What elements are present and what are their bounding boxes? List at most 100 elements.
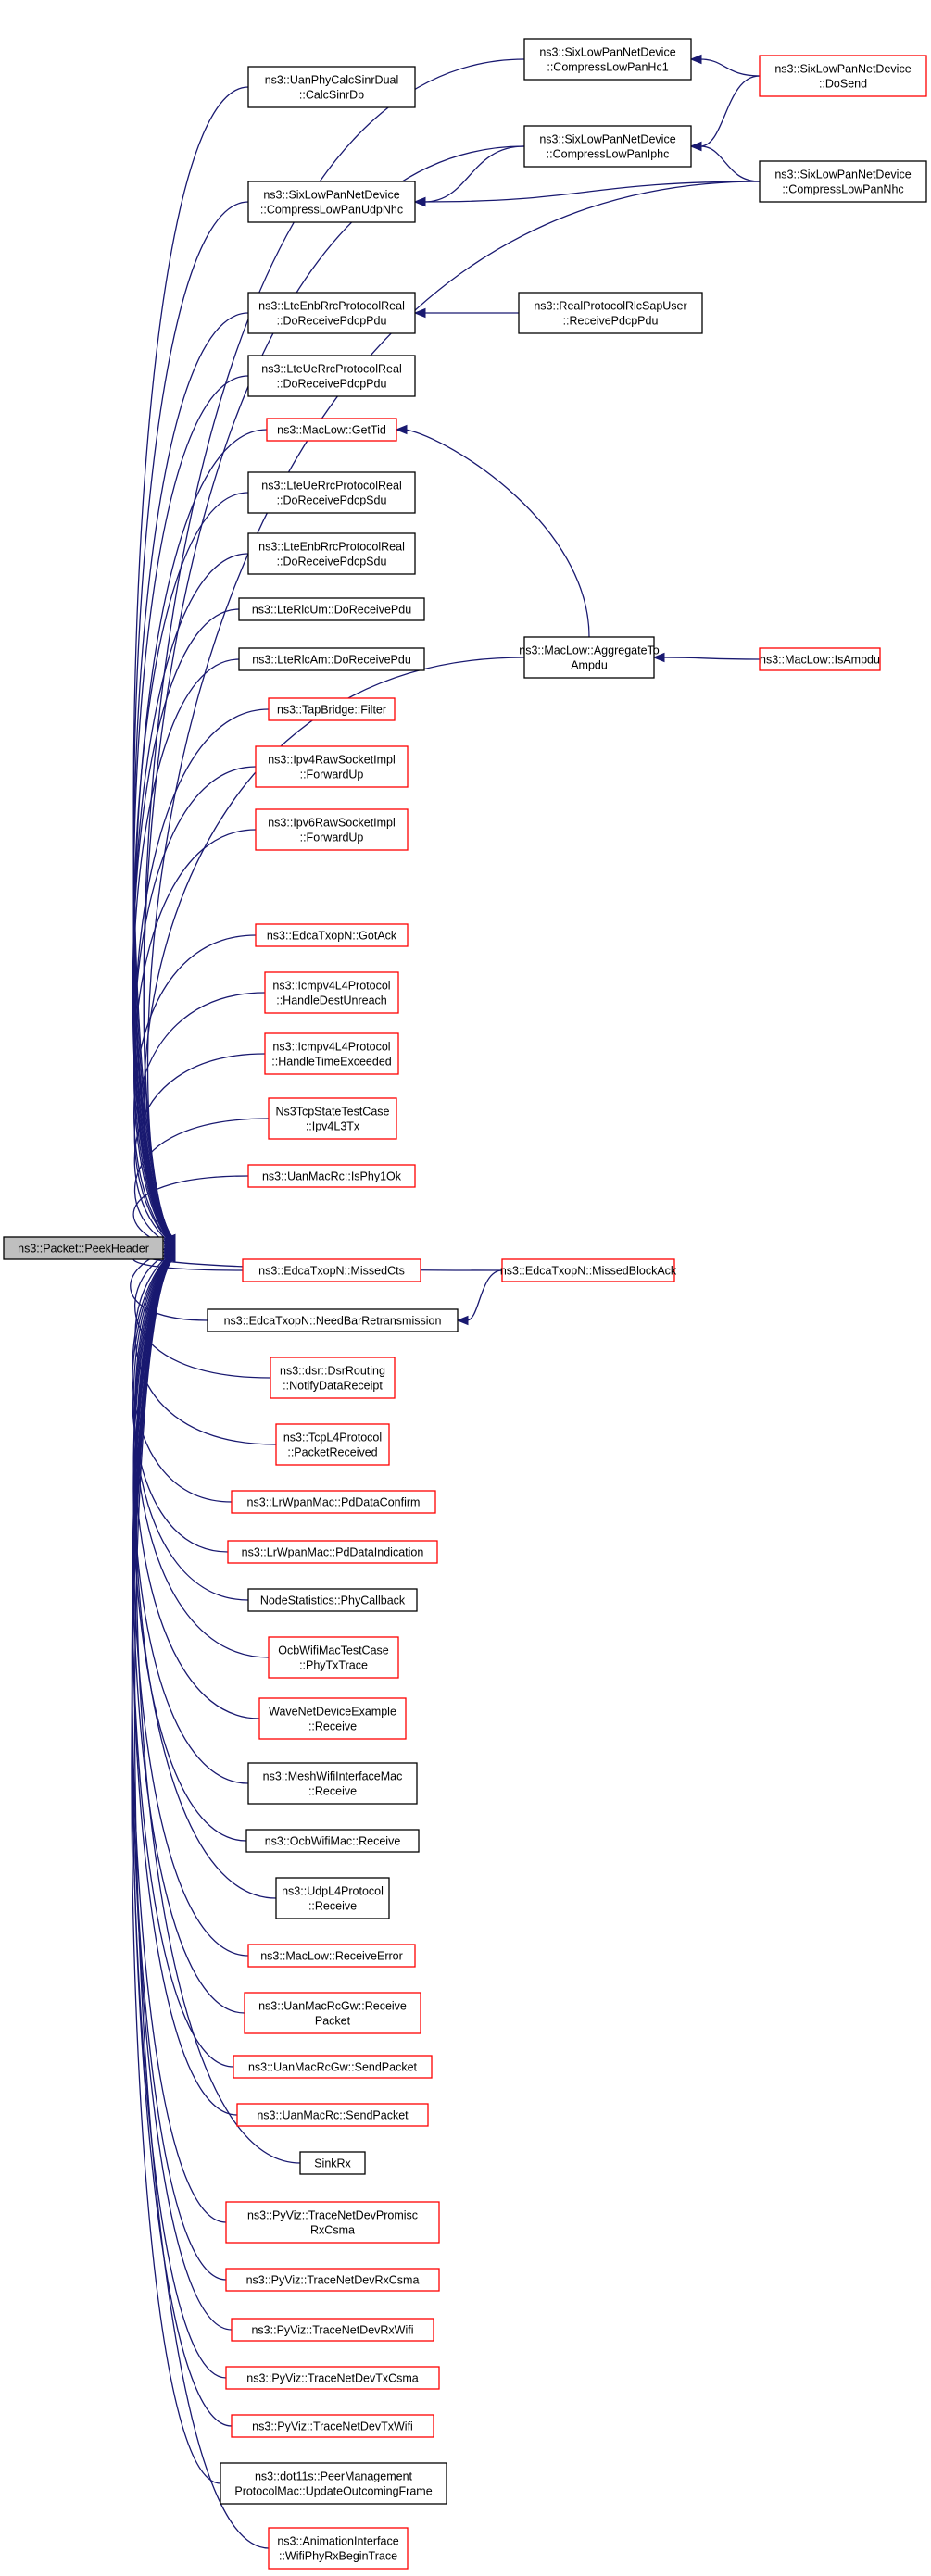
node-udpnhc[interactable]: ns3::SixLowPanNetDevice::CompressLowPanU… — [247, 181, 416, 223]
edge-n_icmptime-to-n_root — [133, 1053, 266, 1247]
node-box — [3, 1236, 164, 1260]
node-box — [247, 1588, 418, 1612]
node-tcpl4[interactable]: ns3::TcpL4Protocol::PacketReceived — [275, 1423, 390, 1466]
node-box — [255, 808, 409, 851]
node-missedba[interactable]: ns3::EdcaTxopN::MissedBlockAck — [500, 1258, 677, 1282]
node-label-line: ::HandleDestUnreach — [276, 994, 387, 1007]
node-uesdu[interactable]: ns3::LteUeRrcProtocolReal::DoReceivePdcp… — [247, 471, 416, 514]
node-rxwifi[interactable]: ns3::PyViz::TraceNetDevRxWifi — [231, 2318, 434, 2342]
node-pdind[interactable]: ns3::LrWpanMac::PdDataIndication — [227, 1540, 438, 1564]
node-box — [225, 2201, 440, 2244]
node-dosend[interactable]: ns3::SixLowPanNetDevice::DoSend — [759, 55, 927, 97]
node-realrlc[interactable]: ns3::RealProtocolRlcSapUser::ReceivePdcp… — [518, 292, 703, 334]
edge-n_tap-to-n_root — [133, 708, 270, 1244]
node-box — [236, 2103, 429, 2127]
node-csd[interactable]: ns3::UanPhyCalcSinrDual::CalcSinrDb — [247, 66, 416, 108]
node-mesh[interactable]: ns3::MeshWifiInterfaceMac::Receive — [247, 1762, 418, 1805]
node-label-line: Ampdu — [571, 659, 608, 672]
node-label-line: ::CalcSinrDb — [299, 89, 364, 102]
node-box — [258, 1697, 407, 1740]
node-box — [268, 697, 396, 721]
node-ocbrecv[interactable]: ns3::OcbWifiMac::Receive — [245, 1829, 420, 1853]
node-box — [247, 181, 416, 223]
node-label-line: ::CompressLowPanHc1 — [547, 61, 668, 74]
node-iphc[interactable]: ns3::SixLowPanNetDevice::CompressLowPanI… — [523, 125, 692, 168]
node-nhc[interactable]: ns3::SixLowPanNetDevice::CompressLowPanN… — [759, 160, 927, 203]
node-box — [247, 1762, 418, 1805]
node-box — [231, 1490, 436, 1514]
node-uepdcp[interactable]: ns3::LteUeRrcProtocolReal::DoReceivePdcp… — [247, 355, 416, 397]
edge-arrowhead — [163, 1252, 176, 1263]
node-label-line: ns3::MacLow::IsAmpdu — [760, 654, 880, 667]
node-box — [759, 647, 881, 671]
node-gettid[interactable]: ns3::MacLow::GetTid — [266, 418, 397, 442]
node-missedcts[interactable]: ns3::EdcaTxopN::MissedCts — [242, 1258, 421, 1282]
node-pdconfirm[interactable]: ns3::LrWpanMac::PdDataConfirm — [231, 1490, 436, 1514]
node-wave[interactable]: WaveNetDeviceExample::Receive — [258, 1697, 407, 1740]
node-tap[interactable]: ns3::TapBridge::Filter — [268, 697, 396, 721]
node-label-line: ns3::PyViz::TraceNetDevRxWifi — [251, 2324, 413, 2337]
node-ipv6raw[interactable]: ns3::Ipv6RawSocketImpl::ForwardUp — [255, 808, 409, 851]
node-box — [247, 1944, 416, 1968]
node-recverr[interactable]: ns3::MacLow::ReceiveError — [247, 1944, 416, 1968]
node-peer[interactable]: ns3::dot11s::PeerManagementProtocolMac::… — [220, 2462, 447, 2505]
node-box — [247, 66, 416, 108]
node-udpl4[interactable]: ns3::UdpL4Protocol::Receive — [275, 1877, 390, 1919]
node-label-line: Ns3TcpStateTestCase — [276, 1106, 390, 1119]
node-txcsma[interactable]: ns3::PyViz::TraceNetDevTxCsma — [225, 2366, 440, 2390]
node-isphy[interactable]: ns3::UanMacRc::IsPhy1Ok — [247, 1164, 416, 1188]
node-label-line: ns3::TapBridge::Filter — [277, 704, 386, 717]
node-box — [255, 923, 409, 947]
node-am[interactable]: ns3::LteRlcAm::DoReceivePdu — [238, 647, 425, 671]
node-label-line: ::DoReceivePdcpSdu — [277, 494, 387, 507]
edge-n_peer-to-n_root — [131, 1257, 221, 2484]
node-label-line: ns3::RealProtocolRlcSapUser — [534, 300, 686, 313]
node-label-line: ProtocolMac::UpdateOutcomingFrame — [234, 2485, 432, 2498]
node-sink[interactable]: SinkRx — [299, 2151, 366, 2175]
node-label-line: ns3::Icmpv4L4Protocol — [272, 980, 390, 993]
node-tcpstate[interactable]: Ns3TcpStateTestCase::Ipv4L3Tx — [268, 1097, 397, 1140]
node-txwifi[interactable]: ns3::PyViz::TraceNetDevTxWifi — [231, 2414, 434, 2438]
edge-arrowhead — [689, 54, 702, 65]
node-label-line: ns3::OcbWifiMac::Receive — [265, 1835, 401, 1848]
node-gwsend[interactable]: ns3::UanMacRcGw::SendPacket — [233, 2055, 433, 2079]
node-icmpdest[interactable]: ns3::Icmpv4L4Protocol::HandleDestUnreach — [264, 971, 399, 1014]
node-root[interactable]: ns3::Packet::PeekHeader — [3, 1236, 164, 1260]
edge-n_enbpdcp-to-n_root — [132, 312, 249, 1242]
node-nodestats[interactable]: NodeStatistics::PhyCallback — [247, 1588, 418, 1612]
node-needbar[interactable]: ns3::EdcaTxopN::NeedBarRetransmission — [207, 1308, 459, 1332]
node-label-line: ::Ipv4L3Tx — [306, 1120, 360, 1133]
node-label-line: ::Receive — [308, 1720, 357, 1733]
node-anim[interactable]: ns3::AnimationInterface::WifiPhyRxBeginT… — [268, 2527, 409, 2570]
node-box — [268, 1636, 399, 1679]
graph-nodes: ns3::Packet::PeekHeader ns3::UanPhyCalcSi… — [3, 38, 927, 2570]
edge-n_rcsend-to-n_root — [132, 1255, 238, 2116]
node-rxcsma[interactable]: ns3::PyViz::TraceNetDevRxCsma — [225, 2268, 440, 2292]
node-icmptime[interactable]: ns3::Icmpv4L4Protocol::HandleTimeExceede… — [264, 1032, 399, 1075]
node-label-line: ::HandleTimeExceeded — [271, 1056, 392, 1069]
node-dsr[interactable]: ns3::dsr::DsrRouting::NotifyDataReceipt — [270, 1357, 396, 1399]
node-ocbtest[interactable]: OcbWifiMacTestCase::PhyTxTrace — [268, 1636, 399, 1679]
node-label-line: ::ForwardUp — [300, 832, 364, 844]
edge-n_agg-to-n_gettid — [405, 429, 590, 638]
node-label-line: ns3::AnimationInterface — [277, 2535, 398, 2548]
node-isampdu[interactable]: ns3::MacLow::IsAmpdu — [759, 647, 881, 671]
node-ipv4raw[interactable]: ns3::Ipv4RawSocketImpl::ForwardUp — [255, 745, 409, 788]
node-box — [207, 1308, 459, 1332]
node-um[interactable]: ns3::LteRlcUm::DoReceivePdu — [238, 597, 425, 621]
node-rcsend[interactable]: ns3::UanMacRc::SendPacket — [236, 2103, 429, 2127]
node-box — [523, 38, 692, 81]
node-hc1[interactable]: ns3::SixLowPanNetDevice::CompressLowPanH… — [523, 38, 692, 81]
node-gotack[interactable]: ns3::EdcaTxopN::GotAck — [255, 923, 409, 947]
node-label-line: ns3::PyViz::TraceNetDevRxCsma — [246, 2274, 420, 2287]
edge-arrowhead — [456, 1315, 469, 1326]
node-box — [275, 1877, 390, 1919]
edge-arrowhead — [413, 307, 426, 319]
node-enbsdu[interactable]: ns3::LteEnbRrcProtocolReal::DoReceivePdc… — [247, 532, 416, 575]
node-box — [268, 1097, 397, 1140]
node-label-line: ::CompressLowPanNhc — [782, 183, 903, 196]
node-enbpdcp[interactable]: ns3::LteEnbRrcProtocolReal::DoReceivePdc… — [247, 292, 416, 334]
